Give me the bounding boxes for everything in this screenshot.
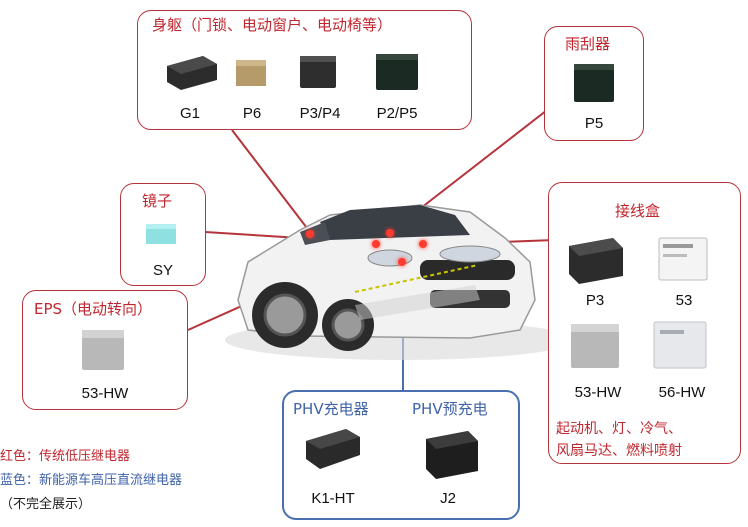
car-illustration [225, 204, 575, 360]
phv-charger-title: PHV充电器 [293, 400, 369, 418]
relay-k1ht-image [306, 429, 360, 469]
relay-p3p4-image [300, 56, 336, 88]
relay-p2p5-image [376, 54, 418, 90]
relay-p5-image [574, 64, 614, 102]
relay-p3-junction-label: P3 [585, 292, 605, 309]
relay-p5-label: P5 [584, 115, 604, 132]
junction-title: 接线盒 [615, 202, 661, 220]
relay-p3-junction-image [569, 238, 623, 284]
relay-sy-label: SY [152, 262, 173, 279]
connector-body [231, 129, 311, 233]
relay-p6-label: P6 [242, 105, 262, 122]
point-junction [419, 240, 427, 248]
legend-red: 红色：传统低压继电器 [0, 449, 131, 464]
relay-53hw-junction-image [571, 324, 619, 368]
relay-53hw-eps-label: 53-HW [81, 385, 129, 402]
junction-desc-line1: 起动机、灯、冷气、 [556, 421, 682, 437]
phv-precharge-title: PHV预充电 [412, 400, 488, 418]
junction-desc-line2: 风扇马达、燃料喷射 [556, 443, 682, 459]
point-body [306, 230, 314, 238]
relay-53-junction-image [658, 237, 708, 281]
wiper-title: 雨刮器 [565, 35, 611, 53]
relay-p2p5-label: P2/P5 [376, 105, 418, 122]
junction-box [548, 182, 741, 464]
relay-53-junction-label: 53 [675, 292, 693, 309]
relay-g1-label: G1 [179, 105, 200, 122]
connector-mirror [204, 231, 301, 239]
relay-j2-image [426, 431, 478, 479]
relay-56hw-junction-label: 56-HW [658, 384, 706, 401]
legend-note: （不完全展示） [0, 497, 92, 512]
legend-blue: 蓝色：新能源车高压直流继电器 [0, 473, 183, 488]
relay-j2-label: J2 [440, 490, 456, 507]
body-title: 身躯（门锁、电动窗户、电动椅等） [152, 16, 393, 34]
relay-p3p4-label: P3/P4 [299, 105, 341, 122]
eps-title: EPS（电动转向） [34, 300, 153, 318]
relay-p6-image [236, 60, 266, 86]
relay-sy-image [146, 224, 176, 244]
relay-53hw-eps-image [82, 330, 124, 370]
mirror-title: 镜子 [142, 192, 173, 210]
point-eps [372, 240, 380, 248]
relay-g1-image [167, 56, 217, 90]
relay-56hw-junction-image [653, 321, 707, 369]
point-wiper [386, 229, 394, 237]
relay-53hw-junction-label: 53-HW [574, 384, 622, 401]
relay-k1ht-label: K1-HT [311, 490, 355, 507]
point-phv [398, 258, 406, 266]
